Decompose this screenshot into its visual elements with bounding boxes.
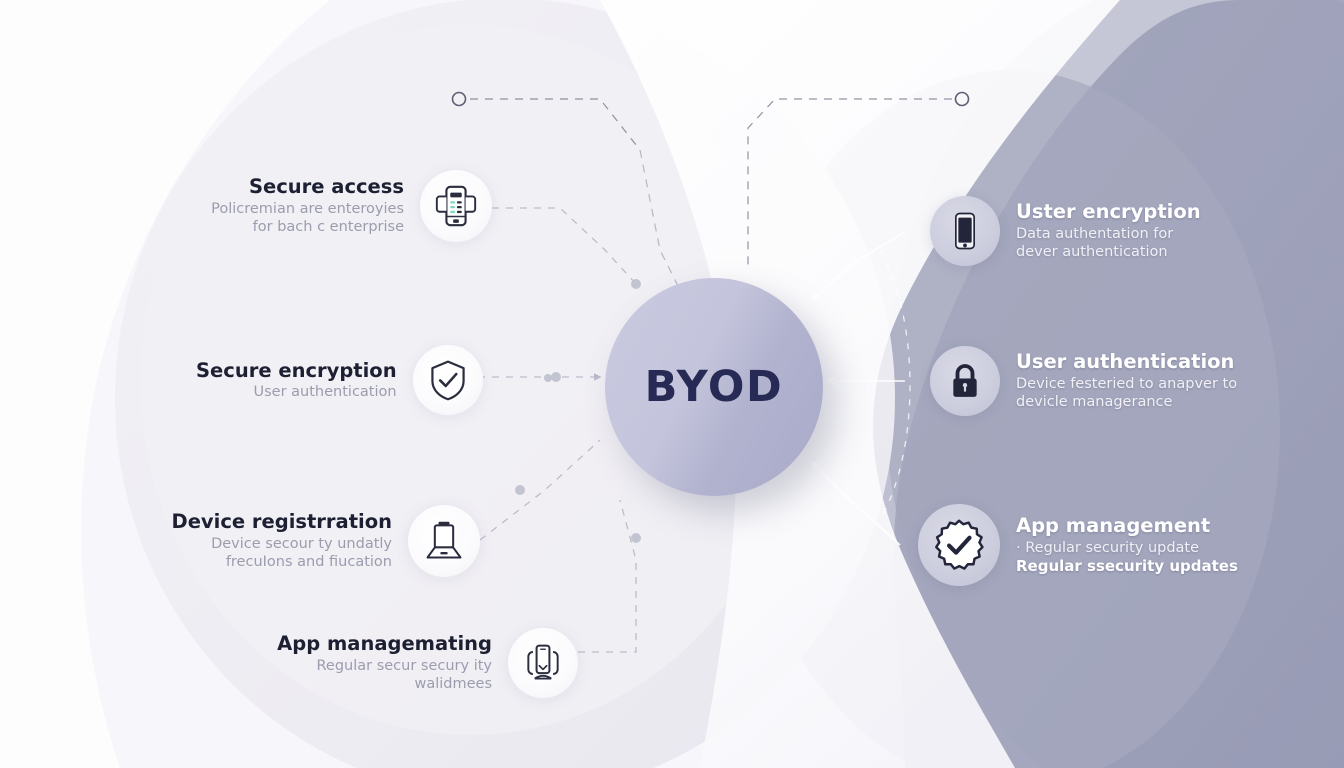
- user-authentication-title: User authentication: [1016, 350, 1235, 374]
- device-registration-title: Device registrration: [171, 510, 392, 534]
- central-hub: BYOD: [605, 278, 823, 496]
- secure-access-badge[interactable]: [420, 170, 492, 242]
- app-managemating-subtitle-2: walidmees: [414, 676, 492, 693]
- app-managemating-title: App managemating: [277, 632, 492, 656]
- device-registration-subtitle-1: Device secour ty undatly: [211, 536, 392, 553]
- secure-encryption-title: Secure encryption: [196, 358, 397, 382]
- secure-access-subtitle-1: Policremian are enteroyies: [211, 201, 404, 218]
- device-registration-text: Device registrration Device secour ty un…: [170, 510, 408, 571]
- device-registration-badge[interactable]: [408, 505, 480, 577]
- node-secure-encryption[interactable]: Secure encryption User authentication: [196, 345, 483, 415]
- node-app-management[interactable]: App management · Regular security update…: [918, 504, 1338, 586]
- uster-encryption-subtitle-2: dever authentication: [1016, 244, 1168, 261]
- app-managemating-subtitle-1: Regular secur secury ity: [316, 658, 492, 675]
- shield-check-icon: [430, 360, 465, 401]
- uster-encryption-title: Uster encryption: [1016, 200, 1201, 224]
- hub-label: BYOD: [644, 362, 784, 412]
- uster-encryption-text: Uster encryption Data authentation for d…: [1000, 200, 1330, 261]
- laptop-icon: [426, 521, 462, 559]
- verified-badge-check-icon: [935, 519, 984, 570]
- mobile-device-icon: [527, 644, 559, 680]
- padlock-icon: [953, 364, 977, 397]
- app-managemating-badge[interactable]: [508, 628, 578, 698]
- user-authentication-text: User authentication Device festeried to …: [1000, 350, 1340, 411]
- user-authentication-badge[interactable]: [930, 346, 1000, 416]
- node-device-registration[interactable]: Device registrration Device secour ty un…: [170, 505, 480, 577]
- secure-access-subtitle-2: for bach c enterprise: [252, 219, 404, 236]
- node-app-managemating[interactable]: App managemating Regular secur secury it…: [272, 628, 578, 698]
- app-management-subtitle-1: · Regular security update: [1016, 539, 1200, 556]
- smartphone-filled-icon: [955, 212, 975, 250]
- secure-encryption-text: Secure encryption User authentication: [196, 359, 413, 402]
- app-management-title: App management: [1016, 514, 1211, 538]
- secure-encryption-badge[interactable]: [412, 345, 483, 415]
- node-user-authentication[interactable]: User authentication Device festeried to …: [930, 346, 1340, 416]
- user-authentication-subtitle-2: devicle managerance: [1016, 394, 1173, 411]
- device-registration-subtitle-2: frecuIons and fiucation: [225, 554, 392, 571]
- tablet-document-icon: [435, 185, 477, 227]
- secure-encryption-subtitle-1: User authentication: [253, 384, 397, 401]
- app-management-bold-line: Regular ssecurity updates: [1016, 556, 1238, 575]
- app-management-text: App management · Regular security update…: [1000, 514, 1338, 576]
- app-management-badge[interactable]: [918, 504, 1000, 586]
- left-white-corner: [0, 0, 330, 768]
- white-wedge-shape: [600, 0, 1120, 768]
- app-managemating-text: App managemating Regular secur secury it…: [272, 632, 508, 693]
- uster-encryption-subtitle-1: Data authentation for: [1016, 226, 1174, 243]
- user-authentication-subtitle-1: Device festeried to anapver to: [1016, 376, 1238, 393]
- secure-access-text: Secure access Policremian are enteroyies…: [176, 175, 420, 236]
- uster-encryption-badge[interactable]: [930, 196, 1000, 266]
- secure-access-title: Secure access: [248, 175, 404, 199]
- node-secure-access[interactable]: Secure access Policremian are enteroyies…: [176, 170, 492, 242]
- node-uster-encryption[interactable]: Uster encryption Data authentation for d…: [930, 196, 1330, 266]
